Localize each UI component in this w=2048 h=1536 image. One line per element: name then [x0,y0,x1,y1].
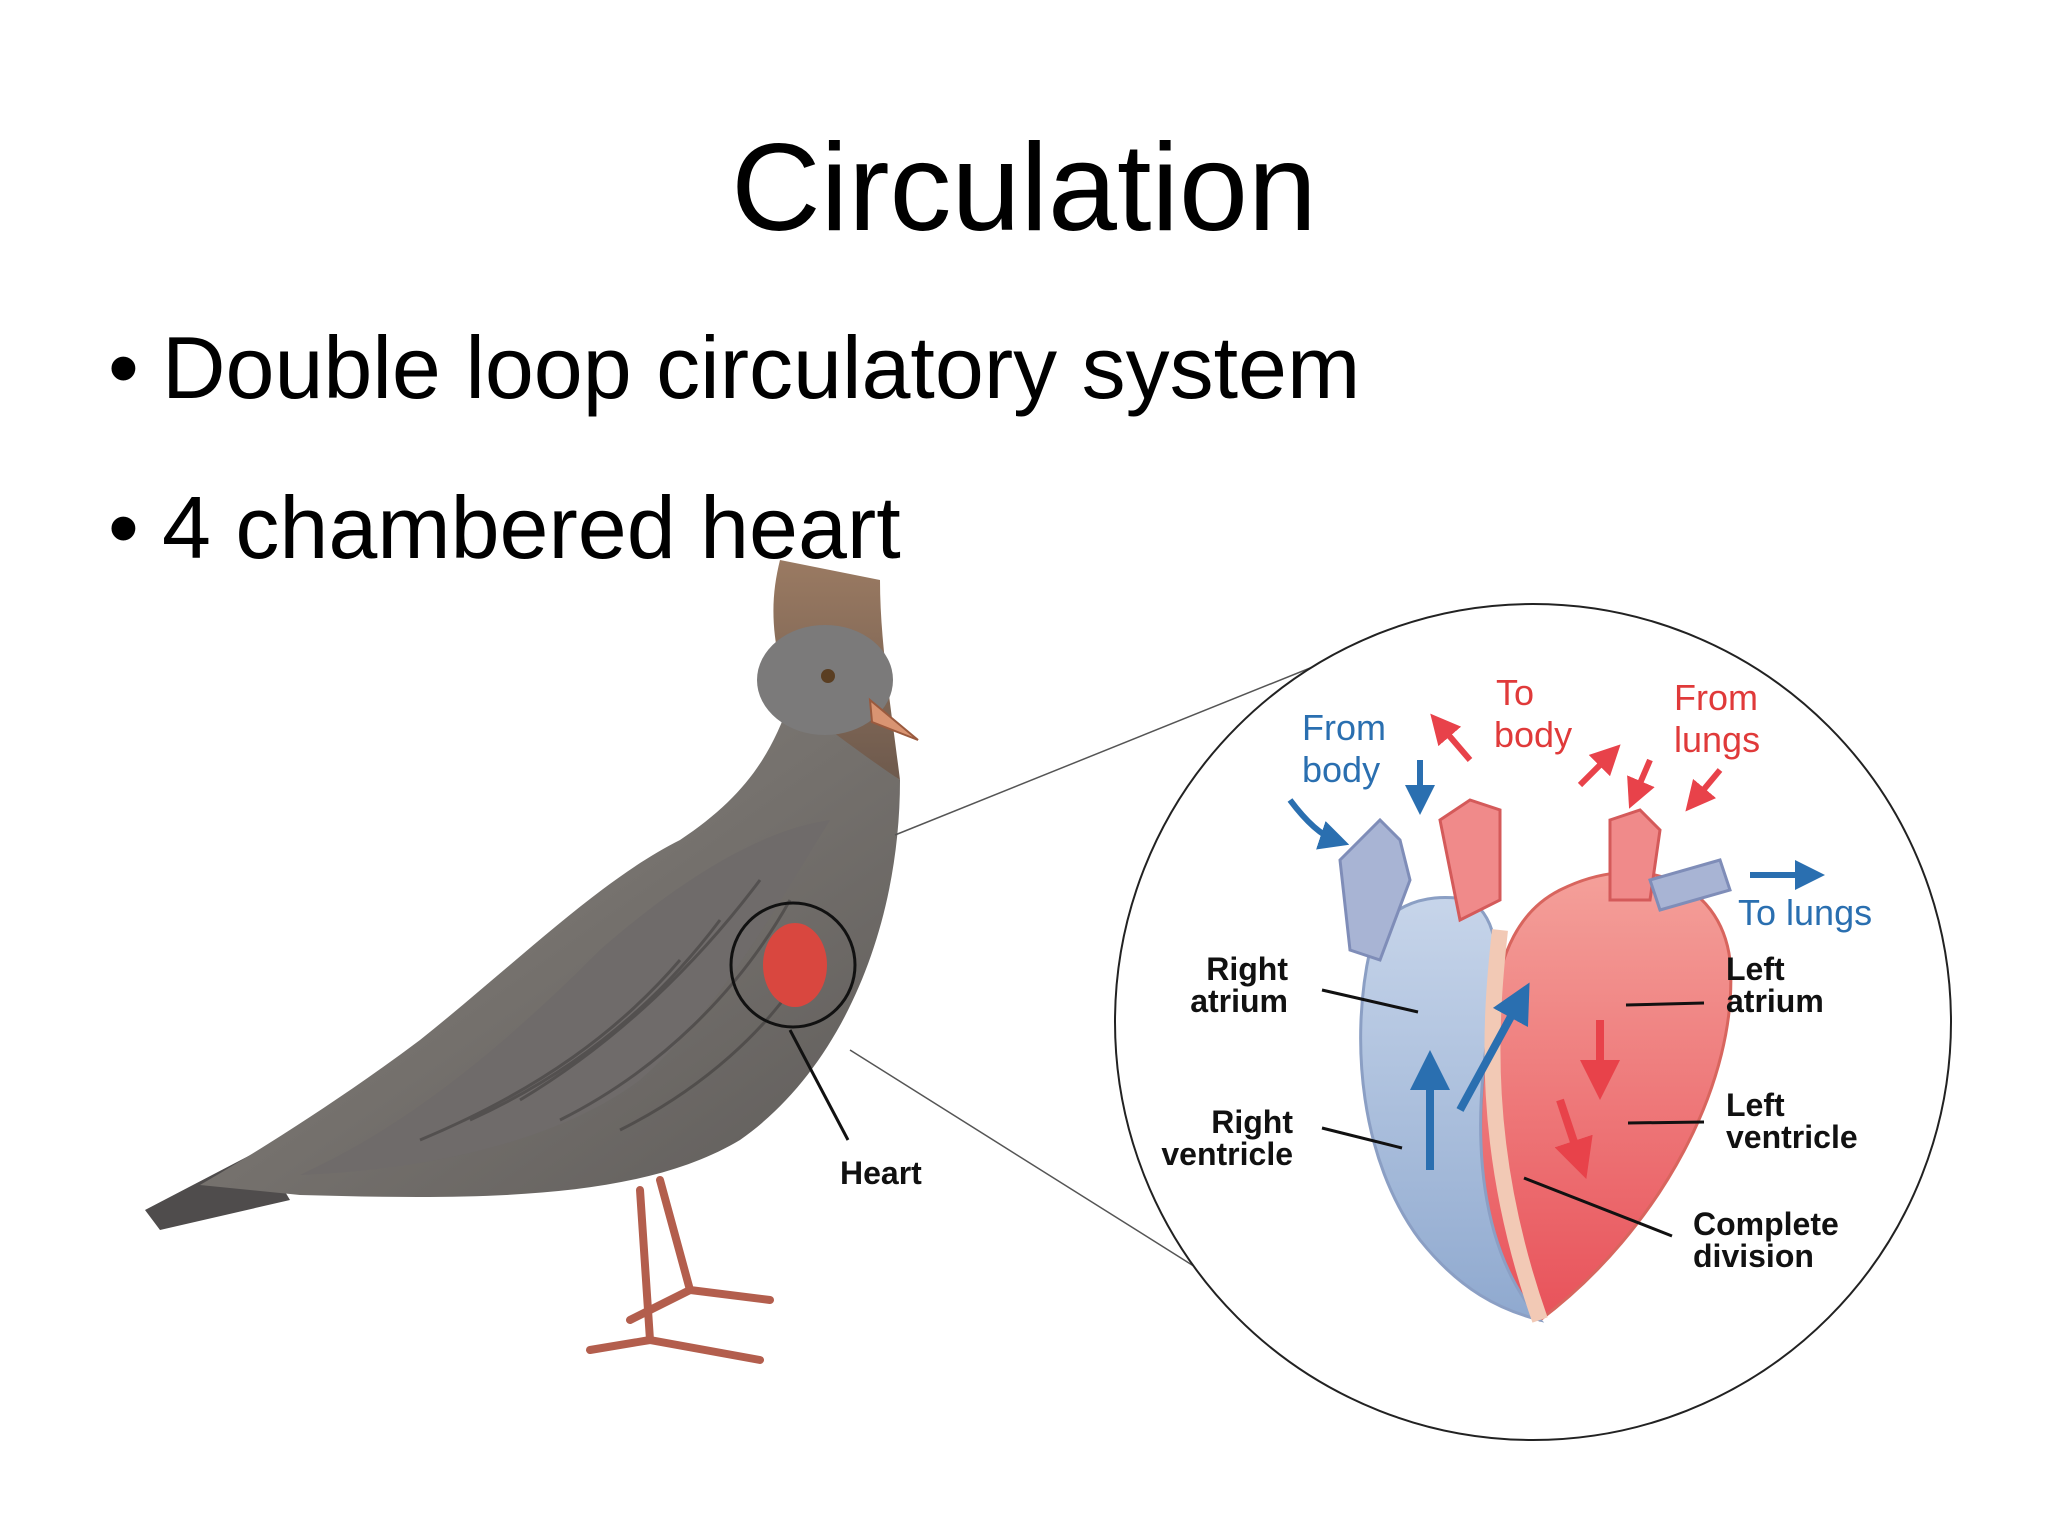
pigeon-wing [300,820,830,1175]
pulmonary-artery [1648,858,1732,912]
to-body-label-line2: body [1494,714,1572,755]
right-atrium-label-line1: Right [1206,951,1288,987]
pulmonary-vein [1608,808,1662,902]
zoom-connector-lines [849,659,1331,1271]
pigeon: Heart [145,560,922,1364]
left-atrium-label-line2: atrium [1726,983,1824,1019]
small-heart-icon [763,923,827,1007]
vena-cava [1338,817,1412,962]
slide-title: Circulation [731,119,1317,257]
heart-diagram [1287,713,1825,1323]
from-lungs-label-line2: lungs [1674,719,1760,760]
chamber-leader-lines [1321,988,1705,1238]
heart-locator-circle [729,901,857,1029]
from-lungs-arrow [1627,758,1655,809]
bullet-marker: • [108,318,139,417]
complete-division-label-line2: division [1693,1238,1814,1274]
complete-division-label-line1: Complete [1693,1206,1839,1242]
bullet-text: 4 chambered heart [162,478,901,577]
aorta [1438,798,1502,923]
right-ventricle-label-line1: Right [1211,1104,1293,1140]
from-lungs-label-line1: From [1674,677,1758,718]
pigeon-beak [868,697,919,741]
blue-flow-arrow [1456,982,1530,1112]
red-flow-arrow [1554,1098,1593,1179]
right-ventricle-label-line2: ventricle [1161,1136,1293,1172]
left-ventricle-label-line2: ventricle [1726,1119,1858,1155]
septum [1484,929,1548,1323]
to-lungs-label: To lungs [1738,892,1872,933]
left-atrium-label-line1: Left [1726,951,1785,987]
from-body-arrow [1287,798,1350,850]
from-body-label-line1: From [1302,707,1386,748]
right-atrium-label-line2: atrium [1190,983,1288,1019]
pigeon-eye [821,669,835,683]
bullet-text: Double loop circulatory system [162,318,1361,417]
heart-label: Heart [840,1155,922,1191]
to-body-label-line1: To [1496,672,1534,713]
from-body-label-line2: body [1302,749,1380,790]
from-lungs-arrow [1685,768,1723,812]
heart-pointer-line [788,1029,850,1141]
to-body-arrow [1577,744,1621,788]
bullet-marker: • [108,478,139,577]
to-body-arrow [1430,713,1473,762]
pigeon-legs [586,1176,774,1364]
left-ventricle-label-line1: Left [1726,1087,1785,1123]
pigeon-body [200,700,900,1197]
